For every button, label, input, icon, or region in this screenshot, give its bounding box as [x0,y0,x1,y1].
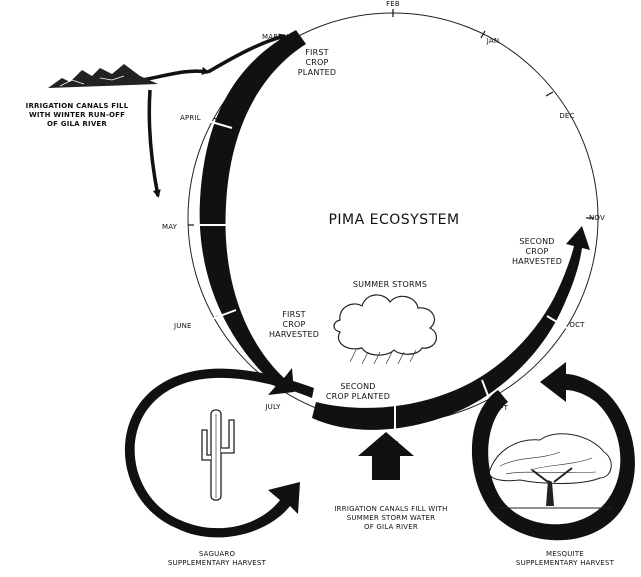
month-feb: FEB [386,0,400,8]
month-july: JULY [265,403,281,411]
summer-irrigation-arrow [358,432,414,480]
first-crop-harvested-label: FIRST CROP HARVESTED [268,310,320,339]
saguaro-harvest-label: SAGUARO SUPPLEMENTARY HARVEST [167,550,267,567]
month-oct: OCT [569,321,585,329]
tick-jan [480,30,486,39]
cloud-rain-icon [333,294,438,365]
month-june: JUNE [174,322,192,330]
first-crop-arrow-gaps [194,117,237,323]
month-march: MARCH [262,33,289,41]
mesquite-harvest-label: MESQUITE SUPPLEMENTARY HARVEST [515,550,615,567]
month-ticks [188,9,594,321]
second-crop-arrow [312,226,590,430]
diagram-title: PIMA ECOSYSTEM [328,212,460,228]
first-crop-planted-label: FIRST CROP PLANTED [297,48,337,77]
month-nov: NOV [588,214,605,222]
tick-dec [545,91,554,97]
mountains-icon [48,64,158,88]
month-dec: DEC [559,112,575,120]
month-april: APRIL [180,114,201,122]
first-crop-arrow [199,30,306,395]
saguaro-cactus-icon [201,409,235,501]
second-crop-planted-label: SECOND CROP PLANTED [325,382,391,401]
summer-storms-label: SUMMER STORMS [352,280,428,289]
mesquite-tree-icon [488,433,612,509]
saguaro-loop-arrow [124,368,314,538]
winter-irrigation-label: IRRIGATION CANALS FILL WITH WINTER RUN-O… [25,102,129,128]
month-jan: JAN [486,37,500,45]
month-aug: AUG [383,440,399,448]
summer-irrigation-label: IRRIGATION CANALS FILL WITH SUMMER STORM… [334,505,448,531]
month-sept: SEPT [489,404,509,412]
month-may: MAY [162,223,178,231]
second-crop-harvested-label: SECOND CROP HARVESTED [511,237,563,266]
